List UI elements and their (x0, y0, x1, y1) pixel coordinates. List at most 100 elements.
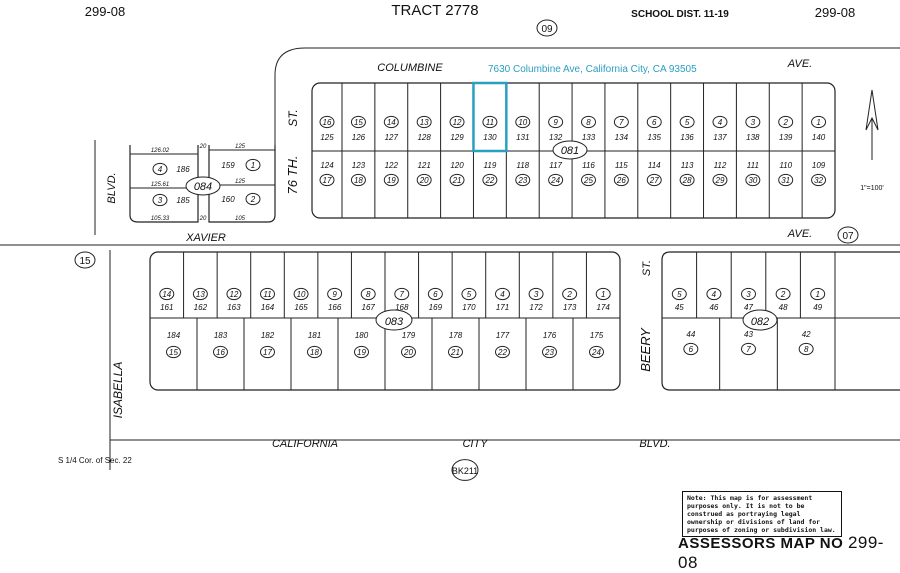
lot-number: 125 (320, 133, 334, 142)
parcel-number: 2 (250, 195, 256, 204)
dimension-label: 20 (199, 144, 207, 150)
parcel-circle (778, 115, 794, 129)
map-scale: 1"=100' (860, 185, 883, 192)
parcel-number: 9 (553, 118, 558, 127)
parcel-circle (260, 287, 275, 301)
lot-number: 183 (214, 331, 228, 340)
parcel-number: 3 (746, 290, 751, 299)
parcel-number: 17 (263, 348, 272, 357)
school-district: SCHOOL DIST. 11-19 (631, 9, 729, 20)
lot-number: 49 (813, 303, 822, 312)
lot-number: 130 (483, 133, 497, 142)
parcel-circle (811, 115, 827, 129)
street-isabella: ISABELLA (111, 362, 125, 419)
lot-number: 43 (744, 330, 753, 339)
parcel-circle (383, 173, 399, 187)
parcel-circle (448, 345, 463, 359)
lot-number: 182 (261, 331, 275, 340)
lot-number: 176 (543, 331, 557, 340)
lot-number: 180 (355, 331, 369, 340)
lot-number: 138 (746, 133, 760, 142)
lot-number: 121 (417, 161, 430, 170)
lot-number: 126 (352, 133, 366, 142)
parcel-circle (159, 287, 175, 301)
parcel-circle (706, 287, 722, 301)
lot-number: 127 (385, 133, 399, 142)
lot-number: 186 (176, 165, 190, 174)
parcel-number: 27 (649, 176, 659, 185)
parcel-number: 14 (162, 290, 171, 299)
parcel-number: 22 (484, 176, 494, 185)
block-label-circle (185, 176, 221, 196)
lot-number: 172 (529, 303, 543, 312)
parcel-circle (495, 287, 510, 301)
dimension-label: 105.33 (151, 216, 170, 222)
lot-number: 129 (450, 133, 464, 142)
parcel-circle (226, 287, 242, 301)
parcel-number: 2 (566, 290, 572, 299)
lot-number: 168 (395, 303, 409, 312)
book-circle (451, 459, 479, 481)
lot-number: 179 (402, 331, 416, 340)
lot-number: 161 (160, 303, 173, 312)
parcel-circle (354, 345, 369, 359)
parcel-circle (245, 158, 261, 172)
lot-number: 119 (484, 161, 497, 170)
lot-number: 178 (449, 331, 463, 340)
lot-number: 134 (615, 133, 629, 142)
assessment-note: Note: This map is for assessment purpose… (682, 491, 842, 537)
parcel-number: 11 (263, 290, 271, 299)
parcel-number: 26 (616, 176, 626, 185)
dimension-label: 125 (235, 144, 246, 150)
parcel-number: 4 (712, 290, 717, 299)
block-label-083: 083 (385, 316, 404, 328)
lot-number: 170 (462, 303, 476, 312)
parcel-number: 6 (652, 118, 657, 127)
parcel-circle (745, 173, 761, 187)
parcel-number: 23 (544, 348, 554, 357)
street-xavier: XAVIER (185, 232, 226, 244)
parcel-number: 7 (619, 118, 624, 127)
parcel-circle (775, 287, 791, 301)
parcel-circle (581, 115, 596, 129)
lot-number: 171 (496, 303, 509, 312)
lot-number: 137 (713, 133, 727, 142)
parcel-circle (416, 173, 432, 187)
circle-07 (837, 226, 859, 244)
parcel-number: 1 (251, 161, 255, 170)
parcel-number: 31 (781, 176, 790, 185)
dimension-label: 125 (235, 179, 246, 185)
parcel-number: 6 (689, 345, 694, 354)
parcel-circle (548, 115, 564, 129)
lot-number: 177 (496, 331, 510, 340)
columbine-road-edge (274, 47, 900, 160)
parcel-number: 14 (387, 118, 396, 127)
lot-number: 173 (563, 303, 577, 312)
lot-number: 132 (549, 133, 563, 142)
lot-number: 112 (714, 161, 727, 170)
lot-number: 131 (516, 133, 529, 142)
parcel-circle (245, 192, 261, 206)
section-corner: S 1/4 Cor. of Sec. 22 (58, 456, 132, 465)
street-beery: BEERY (638, 327, 653, 372)
parcel-circle (646, 173, 662, 187)
parcel-number: 4 (500, 290, 505, 299)
parcel-number: 17 (323, 176, 332, 185)
lot-number: 140 (812, 133, 826, 142)
parcel-number: 24 (550, 176, 560, 185)
parcel-circle (798, 342, 814, 356)
lot-number: 159 (221, 161, 235, 170)
parcel-number: 22 (497, 348, 507, 357)
parcel-circle (745, 115, 761, 129)
block-082 (661, 251, 900, 391)
street-blvd-bottom: BLVD. (639, 438, 670, 450)
parcel-number: 21 (452, 176, 462, 185)
parcel-number: 4 (718, 118, 723, 127)
parcel-number: 3 (158, 196, 163, 205)
parcel-circle (383, 115, 399, 129)
parcel-circle (152, 162, 168, 176)
parcel-circle (528, 287, 544, 301)
address-label: 7630 Columbine Ave, California City, CA … (488, 64, 697, 75)
lot-number: 128 (417, 133, 431, 142)
parcel-number: 6 (433, 290, 438, 299)
